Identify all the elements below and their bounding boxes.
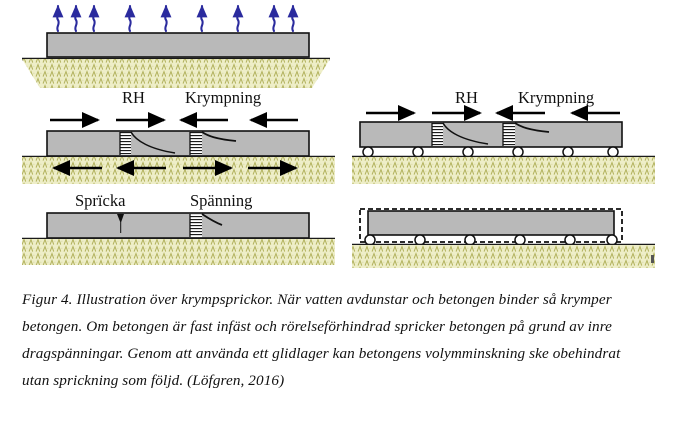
sliding-layer-rollers	[362, 146, 619, 158]
sliding-layer-slab-panel: RH Krympning	[352, 88, 655, 184]
evaporation-arrows	[52, 4, 299, 33]
soil-body	[22, 157, 335, 184]
rh-profile	[431, 122, 489, 146]
label-rh-left: RH	[122, 88, 145, 107]
concrete-slab	[46, 32, 310, 58]
soil-body	[22, 239, 335, 265]
roller	[362, 146, 374, 158]
sliding-layer-rollers	[364, 234, 618, 246]
concrete-slab	[46, 212, 310, 239]
evaporation-arrows-extra	[70, 4, 82, 33]
label-krympning-right: Krympning	[518, 88, 594, 107]
figure-caption: Figur 4. Illustration över krympsprickor…	[22, 286, 682, 394]
roller	[412, 146, 424, 158]
shrinkage-profile	[189, 131, 237, 155]
roller	[607, 146, 619, 158]
cracked-slab-panel: Sprïcka Spänning	[22, 191, 335, 265]
label-spanning: Spänning	[190, 191, 252, 210]
roller	[512, 146, 524, 158]
evaporation-arrow	[160, 4, 172, 33]
scan-artifact-mark	[651, 255, 654, 263]
caption-line-3: dragspänningar. Genom att använda ett gl…	[22, 345, 621, 362]
soil-body	[22, 59, 330, 88]
evaporation-arrow	[88, 4, 100, 33]
evaporation-arrow	[268, 4, 280, 33]
crack-mark	[117, 214, 124, 233]
caption-line-2: betongen. Om betongen är fast infäst och…	[22, 318, 613, 335]
roller	[414, 234, 426, 246]
soil-body	[352, 157, 655, 184]
roller	[562, 146, 574, 158]
rh-profile	[119, 131, 176, 155]
soil-body	[352, 245, 655, 268]
restrained-slab-panel: RH Krympning	[22, 88, 335, 184]
label-krympning-left: Krympning	[185, 88, 261, 107]
shrinkage-profile	[502, 122, 550, 146]
label-sprcka: Sprïcka	[75, 191, 126, 210]
concrete-slab	[359, 121, 623, 148]
stress-profile	[189, 213, 223, 237]
roller	[462, 146, 474, 158]
evaporation-arrow	[287, 4, 299, 33]
concrete-slab	[367, 210, 615, 236]
roller	[514, 234, 526, 246]
roller	[606, 234, 618, 246]
label-rh-right: RH	[455, 88, 478, 107]
evaporation-panel	[22, 4, 330, 88]
roller	[364, 234, 376, 246]
figure-illustration: RH Krympning	[22, 4, 655, 268]
evaporation-arrow	[196, 4, 208, 33]
caption-line-1: Figur 4. Illustration över krympsprickor…	[22, 291, 612, 308]
concrete-slab	[46, 130, 310, 157]
roller	[464, 234, 476, 246]
evaporation-arrow	[232, 4, 244, 33]
roller	[564, 234, 576, 246]
shrunken-slab-panel	[352, 208, 655, 268]
evaporation-arrow	[70, 4, 82, 33]
evaporation-arrow	[52, 4, 64, 33]
original-outline	[359, 208, 623, 243]
caption-line-4: utan sprickning som följd. (Löfgren, 201…	[22, 372, 285, 389]
evaporation-arrow	[124, 4, 136, 33]
krympsprickor-diagram: RH Krympning	[22, 4, 655, 268]
